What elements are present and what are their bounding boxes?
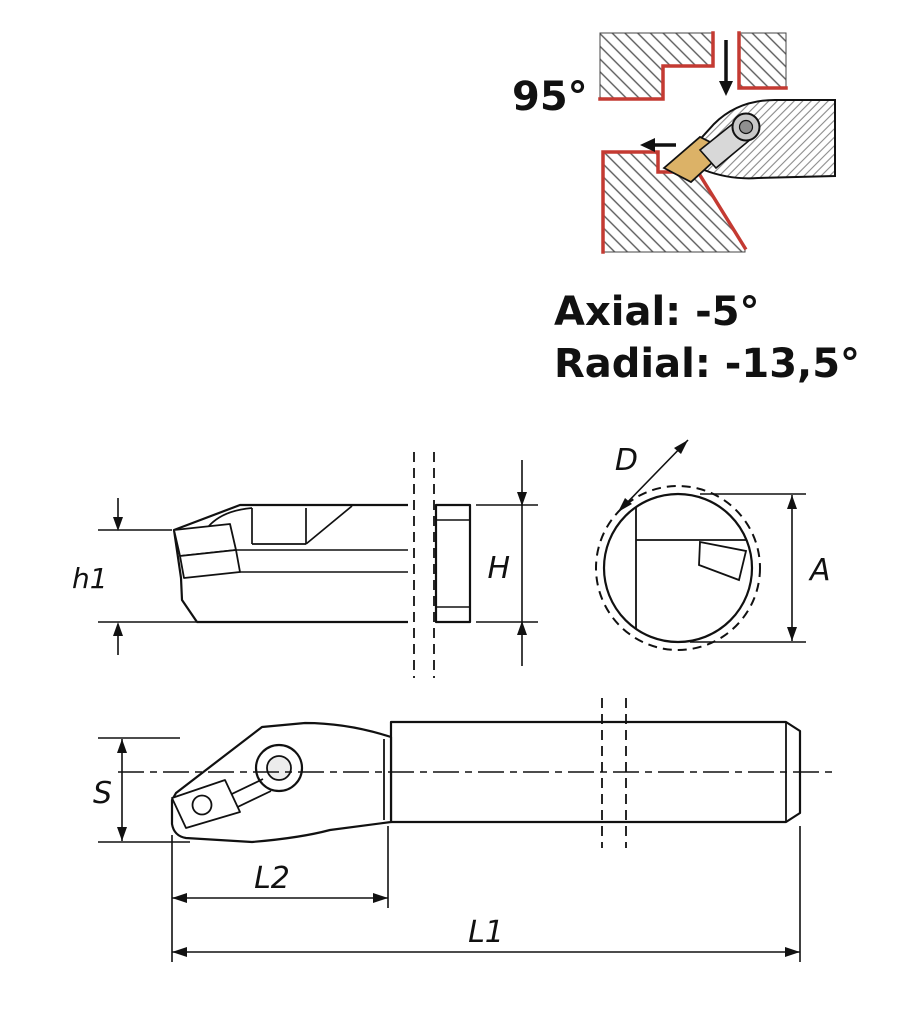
dimension-h1: h1 bbox=[72, 498, 196, 655]
side-view-shim bbox=[179, 549, 241, 579]
dim-H-label: H bbox=[487, 551, 510, 586]
rake-angle-labels: Axial: -5° Radial: -13,5° bbox=[554, 289, 860, 387]
dim-S-label: S bbox=[93, 776, 112, 811]
dimension-L1: L1 bbox=[172, 826, 801, 962]
profile-upper-left bbox=[598, 31, 715, 101]
top-view bbox=[118, 698, 838, 848]
feed-arrow bbox=[640, 138, 676, 152]
dimension-L2: L2 bbox=[171, 826, 389, 962]
side-view-end-piece bbox=[434, 503, 472, 624]
dimension-A: A bbox=[690, 493, 831, 643]
radial-angle-label: Radial: -13,5° bbox=[554, 341, 860, 387]
end-view bbox=[595, 485, 761, 651]
profile-lower bbox=[601, 150, 748, 254]
side-view bbox=[172, 452, 472, 678]
clamp-screw-top-center bbox=[266, 755, 292, 781]
infeed-arrow bbox=[719, 40, 733, 96]
profile-upper-right bbox=[737, 31, 788, 90]
bar-diameter-dashed bbox=[595, 485, 761, 651]
dim-L2-label: L2 bbox=[254, 861, 290, 896]
cutting-detail: 95° bbox=[512, 31, 836, 254]
side-view-outline bbox=[172, 503, 408, 624]
workpiece-upper-right bbox=[738, 32, 787, 89]
dim-A-label: A bbox=[808, 553, 831, 588]
end-view-head-lines bbox=[635, 507, 748, 629]
side-view-clamp bbox=[197, 505, 353, 549]
approach-angle-label: 95° bbox=[512, 74, 588, 120]
bar-outline bbox=[602, 492, 754, 644]
insert-hole bbox=[191, 794, 213, 816]
dim-h1-label: h1 bbox=[72, 562, 108, 595]
dim-L1-label: L1 bbox=[468, 915, 504, 950]
dimension-D: D bbox=[615, 439, 689, 513]
clamp-screw-center bbox=[738, 119, 754, 135]
tool-body bbox=[692, 99, 836, 180]
axial-angle-label: Axial: -5° bbox=[554, 289, 760, 335]
end-view-insert bbox=[698, 540, 748, 582]
machined-profile-outline bbox=[598, 31, 788, 254]
top-view-break-lines bbox=[601, 698, 627, 848]
side-view-shank-lines bbox=[236, 549, 408, 573]
side-view-break-lines bbox=[413, 452, 435, 678]
dimension-S: S bbox=[93, 737, 190, 843]
dimension-H: H bbox=[476, 460, 538, 666]
dim-D-label: D bbox=[615, 443, 638, 478]
